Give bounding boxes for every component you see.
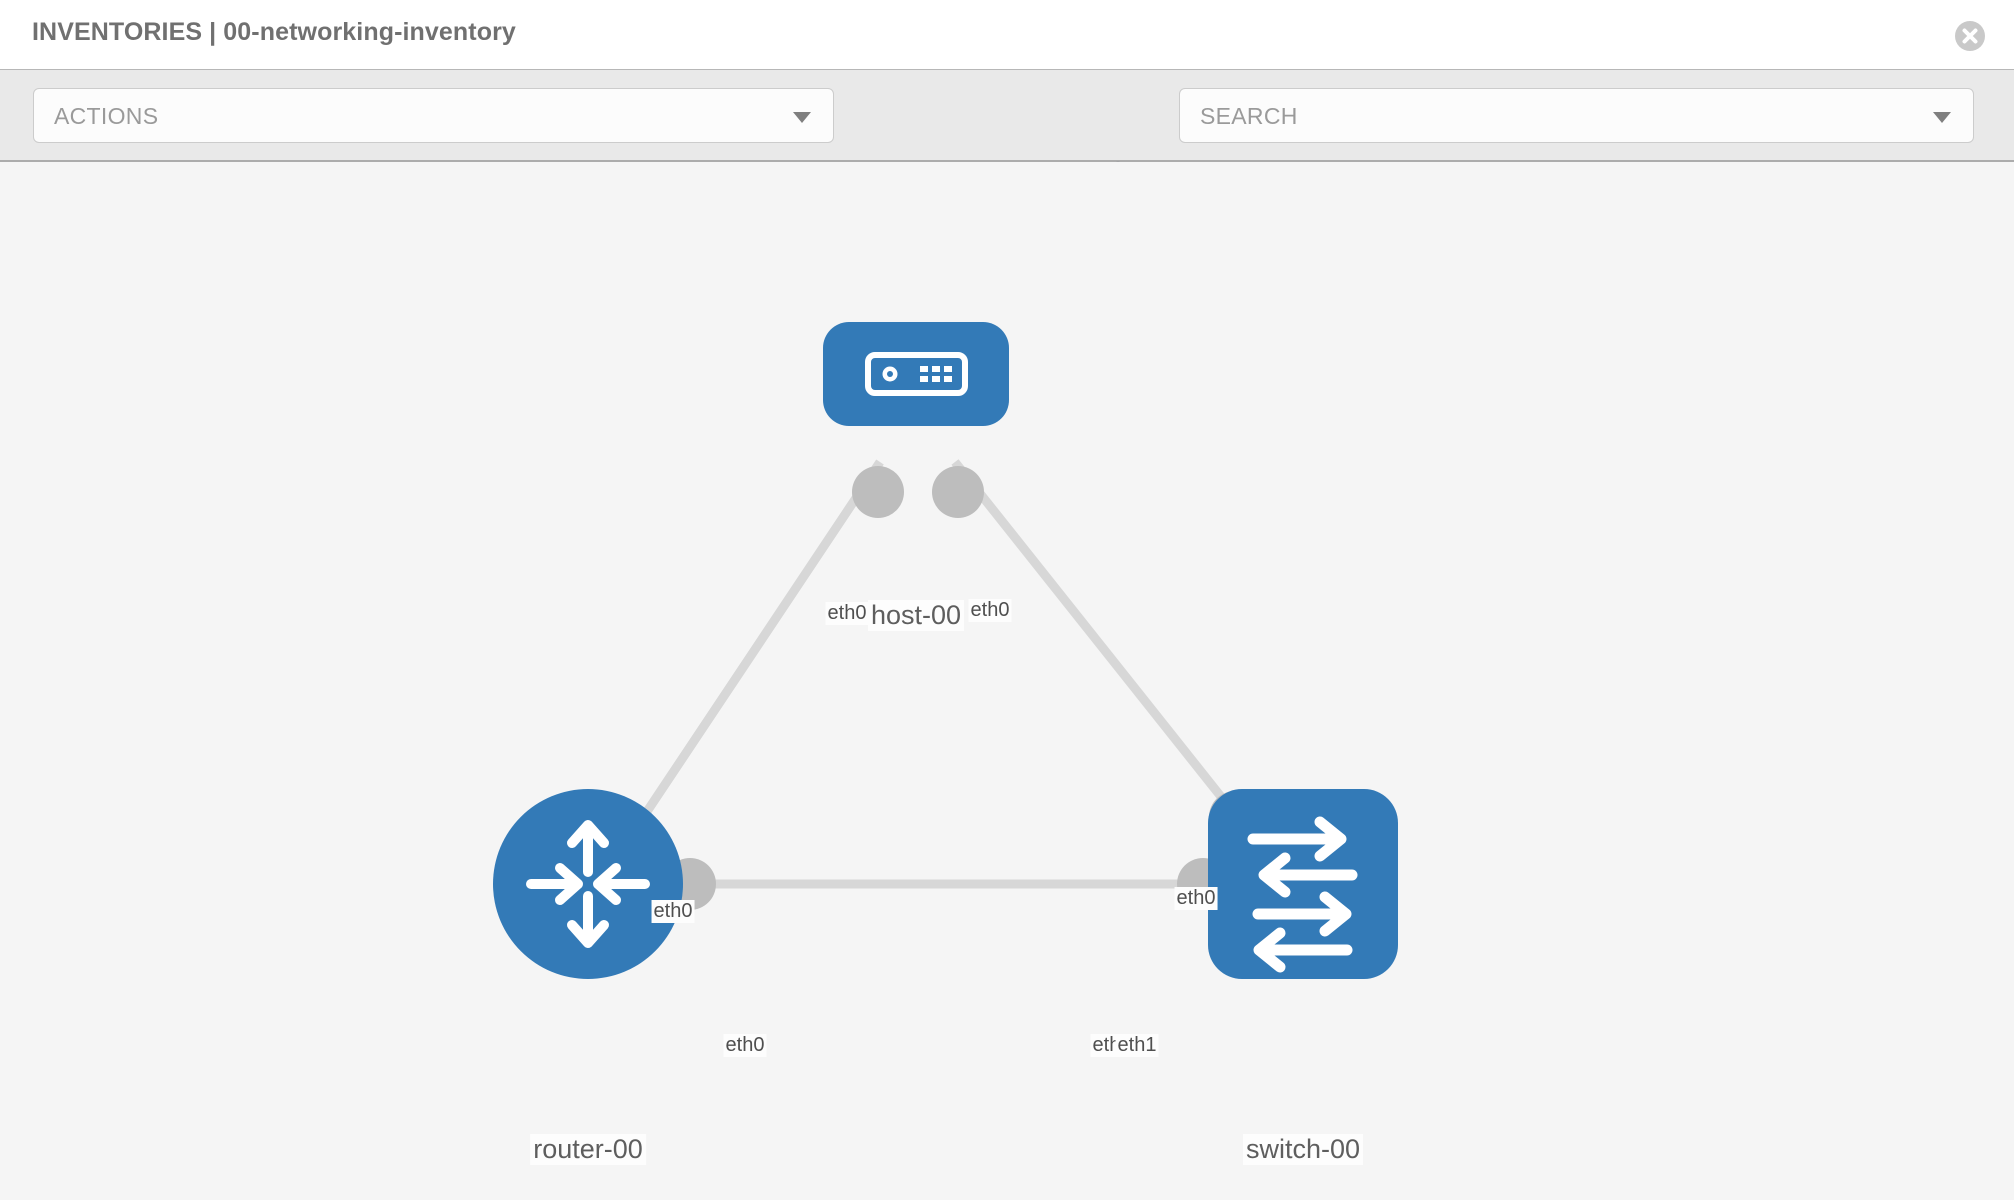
node-label-host-00: host-00 — [867, 600, 965, 631]
iface-label: eth0 — [825, 602, 869, 625]
topology-canvas[interactable]: eth0 eth0 eth0 eth0 eth0 eth0 eth1 host-… — [0, 162, 2014, 1200]
switch-icon — [1247, 816, 1358, 973]
node-switch-00[interactable] — [1208, 789, 1398, 979]
iface-label: eth0 — [1174, 887, 1218, 910]
chevron-down-icon — [793, 111, 811, 123]
endpoint-marker[interactable] — [852, 466, 904, 518]
edge-host00-switch00[interactable] — [951, 459, 1269, 855]
endpoint-marker[interactable] — [932, 466, 984, 518]
topology-endpoints — [664, 466, 1261, 910]
node-label-switch-00: switch-00 — [1242, 1134, 1364, 1165]
router-icon — [526, 820, 650, 948]
close-icon[interactable] — [1954, 20, 1986, 52]
iface-label: eth1 — [1115, 1034, 1159, 1057]
node-label-router-00: router-00 — [530, 1134, 646, 1165]
actions-dropdown-label: ACTIONS — [54, 103, 159, 129]
topology-graph — [493, 322, 1398, 979]
topology-edges — [616, 459, 1269, 889]
search-placeholder-label: SEARCH — [1200, 103, 1298, 129]
node-router-00[interactable] — [493, 789, 683, 979]
page-header: INVENTORIES | 00-networking-inventory — [0, 0, 2014, 70]
iface-label: eth0 — [723, 1034, 767, 1057]
iface-label: eth0 — [651, 900, 695, 923]
search-input[interactable]: SEARCH — [1179, 88, 1974, 143]
actions-dropdown[interactable]: ACTIONS — [33, 88, 834, 143]
iface-label: eth0 — [968, 599, 1012, 622]
node-host-00[interactable] — [823, 322, 1009, 426]
server-icon — [865, 352, 968, 396]
chevron-down-icon — [1933, 111, 1951, 123]
toolbar: ACTIONS SEARCH — [0, 70, 2014, 196]
edge-host00-router00[interactable] — [616, 459, 884, 855]
page-title: INVENTORIES | 00-networking-inventory — [32, 18, 516, 46]
